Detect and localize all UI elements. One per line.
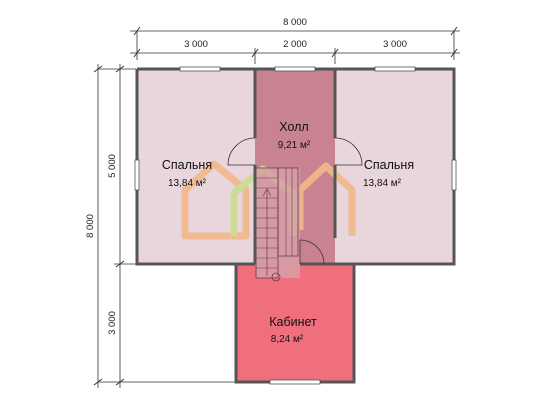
door-swing-right — [334, 137, 363, 166]
doors — [227, 137, 363, 265]
door-swing-left — [227, 137, 256, 166]
label-bedroom-right-area: 13,84 м² — [363, 178, 402, 189]
label-bedroom-right-name: Спальня — [364, 158, 414, 172]
label-office-name: Кабинет — [269, 315, 317, 329]
label-bedroom-left-area: 13,84 м² — [168, 178, 207, 189]
dim-left-upper: 5 000 — [107, 154, 118, 178]
staircase — [255, 167, 300, 282]
dim-left-total: 8 000 — [85, 214, 96, 238]
left-dimensions: 8 000 5 000 3 000 — [85, 64, 236, 388]
dim-top-right: 3 000 — [383, 39, 407, 50]
dim-top-total: 8 000 — [283, 17, 307, 28]
door-swing-office — [299, 239, 325, 265]
dim-top-middle: 2 000 — [283, 39, 307, 50]
dim-top-left: 3 000 — [184, 39, 208, 50]
label-bedroom-left-name: Спальня — [162, 158, 212, 172]
top-dimensions: 8 000 3 000 2 000 3 000 — [130, 17, 460, 64]
label-hall-name: Холл — [279, 120, 308, 134]
label-hall-area: 9,21 м² — [278, 140, 311, 151]
label-office-area: 8,24 м² — [271, 334, 304, 345]
walls — [134, 66, 457, 385]
room-office — [236, 264, 354, 382]
dim-left-lower: 3 000 — [107, 311, 118, 335]
